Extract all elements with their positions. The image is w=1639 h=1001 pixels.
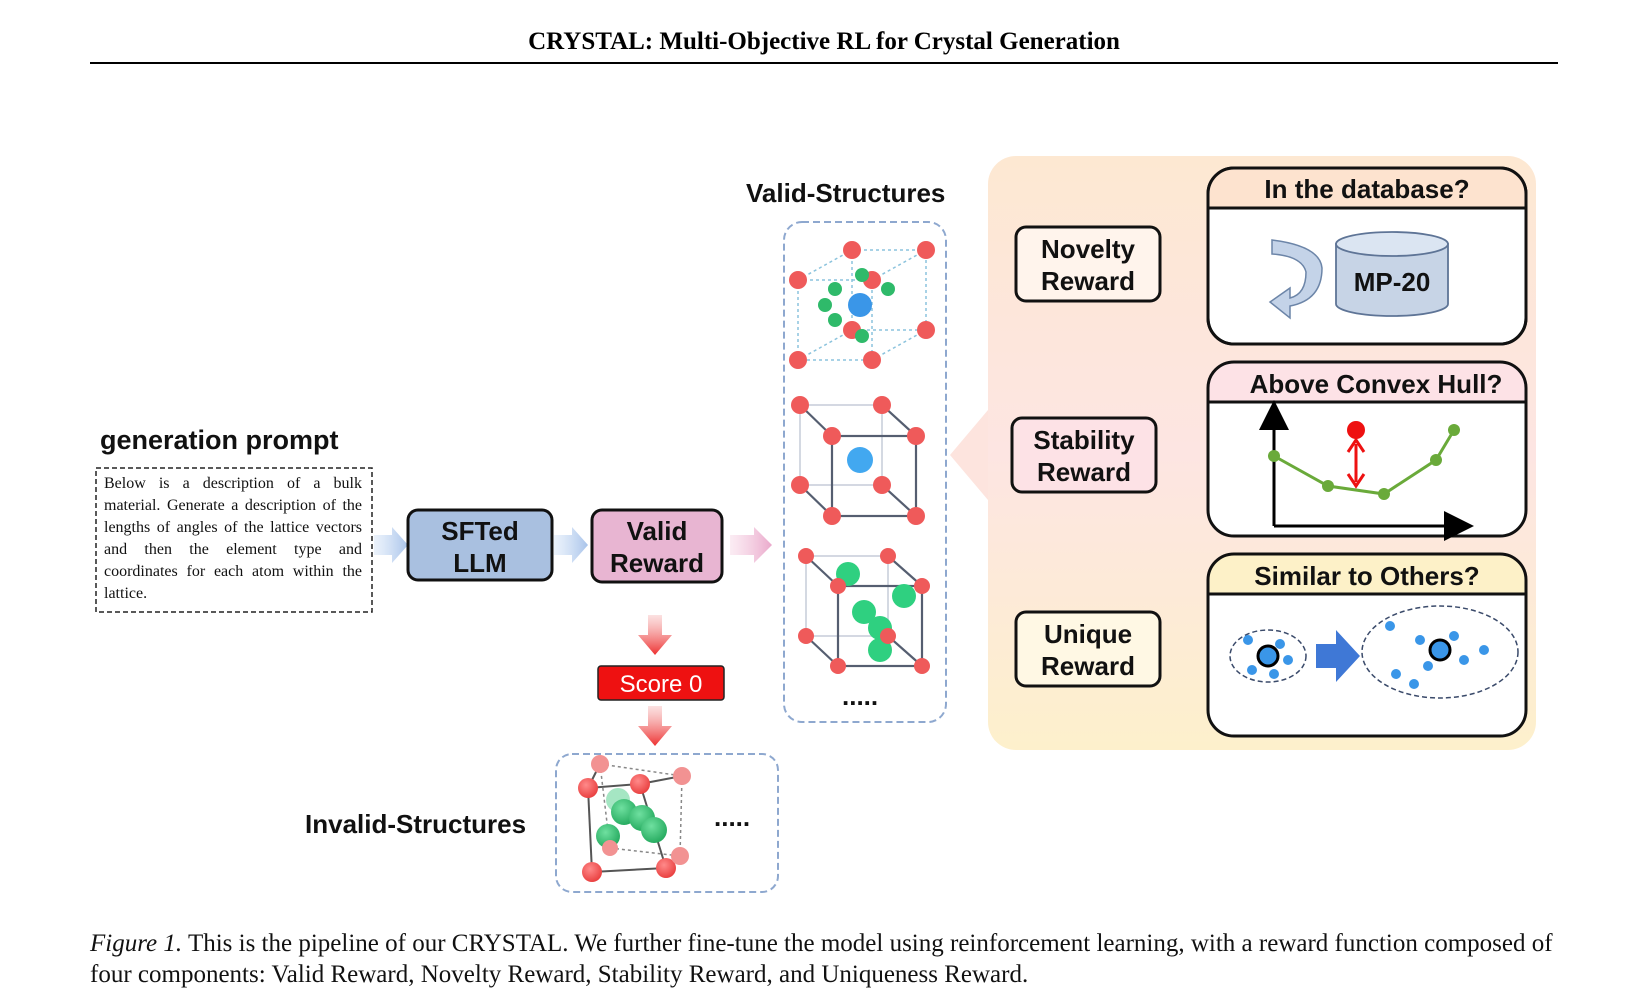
energy-above-hull-icon bbox=[1346, 421, 1366, 489]
convex-hull-panel: Above Convex Hull? bbox=[1206, 360, 1528, 541]
lookup-arrow-icon bbox=[1268, 239, 1323, 320]
similarity-panel-title: Similar to Others? bbox=[1254, 561, 1479, 591]
database-panel-title: In the database? bbox=[1264, 174, 1469, 204]
figure-caption: Figure 1. This is the pipeline of our CR… bbox=[90, 928, 1558, 990]
sfted-llm-label-line1: SFTed bbox=[441, 516, 519, 546]
unique-reward-label-line1: Unique bbox=[1044, 619, 1132, 649]
figure-caption-text: This is the pipeline of our CRYSTAL. We … bbox=[90, 930, 1553, 988]
arrow-prompt-to-llm bbox=[374, 527, 408, 563]
hull-point bbox=[1322, 480, 1334, 492]
valid-crystal-2 bbox=[791, 396, 925, 525]
stability-reward-box bbox=[1010, 416, 1158, 494]
valid-reward-box bbox=[590, 508, 724, 584]
figure-caption-label: Figure 1. bbox=[90, 930, 183, 957]
database-cylinder-icon bbox=[1335, 231, 1449, 317]
spread-cluster-icon bbox=[1361, 605, 1519, 699]
spread-arrow-icon bbox=[1316, 630, 1360, 682]
score-zero-badge bbox=[597, 665, 725, 701]
novelty-reward-label-line2: Reward bbox=[1041, 266, 1135, 296]
page-header-title: CRYSTAL: Multi-Objective RL for Crystal … bbox=[528, 28, 1120, 55]
database-panel: In the database? MP-20 bbox=[1206, 166, 1528, 346]
page-header: CRYSTAL: Multi-Objective RL for Crystal … bbox=[90, 22, 1558, 64]
hull-point bbox=[1430, 454, 1442, 466]
arrow-valid-to-score bbox=[638, 615, 672, 655]
invalid-crystal bbox=[578, 755, 691, 882]
prompt-title: generation prompt bbox=[100, 425, 339, 455]
invalid-ellipsis: ..... bbox=[714, 802, 750, 832]
valid-ellipsis: ..... bbox=[842, 681, 878, 711]
novelty-reward-box bbox=[1014, 225, 1162, 303]
database-label: MP-20 bbox=[1354, 267, 1431, 297]
arrow-llm-to-valid bbox=[554, 527, 588, 563]
compact-cluster-icon bbox=[1229, 629, 1307, 683]
prompt-text: Below is a description of a bulk materia… bbox=[104, 475, 362, 602]
arrow-valid-to-structures bbox=[730, 527, 772, 563]
score-zero-label: Score 0 bbox=[620, 671, 703, 698]
valid-reward-label-line2: Reward bbox=[610, 548, 704, 578]
convex-hull-panel-title: Above Convex Hull? bbox=[1250, 369, 1503, 399]
sfted-llm-box bbox=[406, 508, 554, 582]
unique-reward-box bbox=[1014, 610, 1162, 688]
novelty-reward-label-line1: Novelty bbox=[1041, 234, 1135, 264]
valid-structures-title: Valid-Structures bbox=[746, 178, 945, 208]
hull-point bbox=[1268, 450, 1280, 462]
hull-point bbox=[1378, 488, 1390, 500]
arrow-score-to-invalid bbox=[638, 706, 672, 746]
valid-reward-label-line1: Valid bbox=[627, 516, 688, 546]
invalid-structures-title: Invalid-Structures bbox=[305, 809, 526, 839]
stability-reward-label-line2: Reward bbox=[1037, 457, 1131, 487]
stability-reward-label-line1: Stability bbox=[1033, 425, 1135, 455]
invalid-structures-box bbox=[555, 753, 779, 893]
hull-point bbox=[1448, 424, 1460, 436]
similarity-panel: Similar to Others? bbox=[1206, 552, 1528, 738]
reward-callout-pointer bbox=[950, 410, 988, 500]
valid-crystal-3 bbox=[798, 548, 930, 674]
unique-reward-label-line2: Reward bbox=[1041, 651, 1135, 681]
prompt-box bbox=[95, 467, 373, 613]
sfted-llm-label-line2: LLM bbox=[453, 548, 506, 578]
valid-crystal-1 bbox=[789, 241, 935, 369]
